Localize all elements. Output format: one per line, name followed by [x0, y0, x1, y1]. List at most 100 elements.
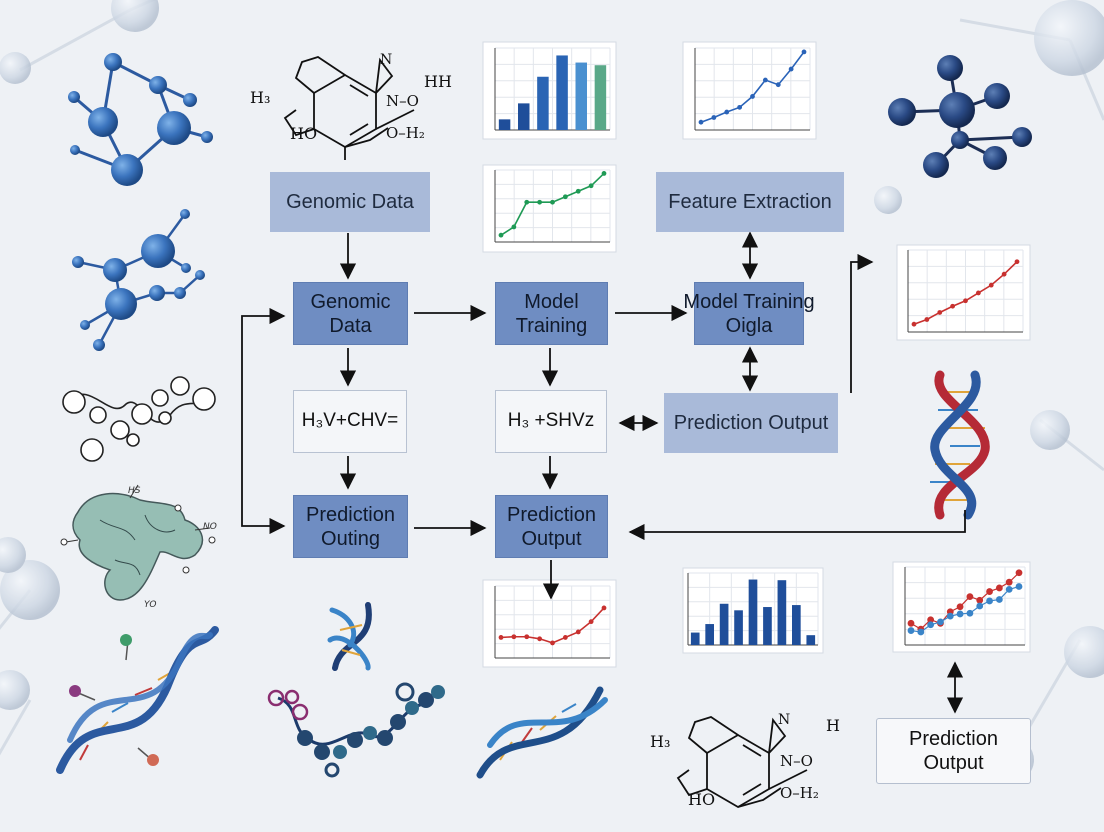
data-point	[911, 321, 917, 327]
data-point	[562, 635, 568, 640]
data-point	[907, 627, 915, 634]
atom-label: HS	[128, 486, 141, 496]
chemical-structure-icon	[283, 56, 415, 160]
atom-label: YO	[144, 600, 157, 610]
node-label: Feature Extraction	[668, 191, 832, 213]
data-point	[588, 619, 594, 625]
bar	[537, 76, 549, 130]
dna-helix-icon	[476, 686, 608, 779]
bar	[690, 632, 700, 645]
data-point	[788, 66, 794, 72]
data-point	[986, 588, 993, 595]
data-point	[775, 82, 781, 88]
prediction-output-node-bottom-right[interactable]: Prediction Output	[876, 718, 1031, 784]
data-point	[963, 298, 968, 304]
bar	[734, 610, 743, 645]
atom-label: N	[778, 712, 791, 728]
dna-helix-icon	[56, 626, 219, 774]
data-point	[801, 49, 807, 55]
bar	[498, 119, 511, 130]
data-point	[976, 596, 984, 604]
data-point	[966, 609, 974, 617]
data-point	[698, 119, 704, 125]
bar	[763, 607, 772, 645]
data-point	[995, 584, 1003, 592]
formula-node-left[interactable]: H₃V+CHV=	[293, 390, 407, 453]
atom-label: O–H₂	[780, 784, 819, 802]
data-point	[1005, 585, 1013, 593]
node-label: Genomic	[310, 290, 391, 313]
atom-label: NO	[203, 522, 217, 532]
data-point	[975, 290, 981, 296]
background-spheres	[0, 0, 1104, 782]
data-point	[511, 224, 517, 230]
bar	[705, 624, 714, 645]
genomic-data-node-mid[interactable]: Genomic Data	[293, 282, 408, 345]
data-point	[917, 628, 925, 636]
chemical-structure-icon	[676, 716, 808, 809]
data-point	[950, 303, 956, 309]
atom-label: N	[380, 52, 393, 68]
data-point	[550, 640, 555, 646]
bar	[719, 603, 729, 645]
data-point	[937, 618, 944, 626]
data-point	[601, 605, 607, 611]
dna-helix-icon	[930, 370, 990, 520]
node-label: Training	[515, 314, 588, 337]
data-point	[601, 171, 607, 176]
data-point	[724, 109, 730, 115]
data-point	[562, 194, 568, 200]
dna-helix-icon	[327, 602, 372, 671]
node-label: Oigla	[725, 314, 773, 337]
polymer-chain-icon	[62, 376, 216, 462]
node-label: H₃V+CHV=	[301, 410, 399, 432]
feature-extraction-node[interactable]: Feature Extraction	[656, 172, 844, 232]
atom-label: H₃	[250, 88, 271, 107]
node-label: Output	[923, 752, 984, 774]
chart-layer	[494, 47, 1026, 659]
data-point	[956, 603, 964, 611]
prediction-output-node-mid[interactable]: Prediction Output	[495, 495, 608, 558]
protein-structure-icon	[60, 484, 216, 601]
node-label: Prediction	[507, 503, 596, 526]
bead-chain-icon	[267, 682, 445, 778]
node-label: Genomic Data	[286, 191, 414, 213]
bar	[556, 55, 568, 130]
bar	[777, 580, 787, 645]
data-point	[511, 634, 517, 640]
formula-node-mid[interactable]: H₃ +SHVz	[495, 390, 607, 453]
atom-label: HH	[424, 72, 452, 91]
genomic-data-node[interactable]: Genomic Data	[270, 172, 430, 232]
data-point	[524, 634, 530, 640]
data-point	[924, 317, 930, 322]
node-label: Prediction	[306, 503, 395, 526]
bar	[518, 103, 530, 130]
data-point	[986, 597, 993, 605]
data-point	[762, 77, 768, 83]
prediction-outing-node[interactable]: Prediction Outing	[293, 495, 408, 558]
node-label: Prediction	[909, 728, 998, 750]
node-label: Model	[524, 290, 579, 313]
bar	[575, 62, 587, 131]
atom-label: N–O	[386, 92, 419, 110]
data-point	[737, 104, 743, 110]
data-point	[498, 635, 504, 640]
data-point	[995, 596, 1003, 603]
atom-label: N–O	[780, 752, 813, 770]
prediction-output-node-right[interactable]: Prediction Output	[664, 393, 838, 453]
bar	[594, 65, 607, 130]
atom-label: HO	[290, 124, 318, 143]
atom-label: H	[826, 716, 840, 735]
node-label: Model Training	[683, 290, 815, 313]
data-point	[575, 188, 581, 194]
atom-label: H₃	[650, 732, 671, 751]
model-training-node-right[interactable]: Model Training Oigla	[683, 282, 815, 345]
data-point	[956, 610, 964, 618]
model-training-node[interactable]: Model Training	[495, 282, 608, 345]
data-point	[1015, 569, 1023, 577]
data-point	[927, 616, 935, 624]
data-point	[976, 602, 984, 610]
atom-label: HO	[688, 790, 716, 809]
data-point	[946, 612, 954, 620]
